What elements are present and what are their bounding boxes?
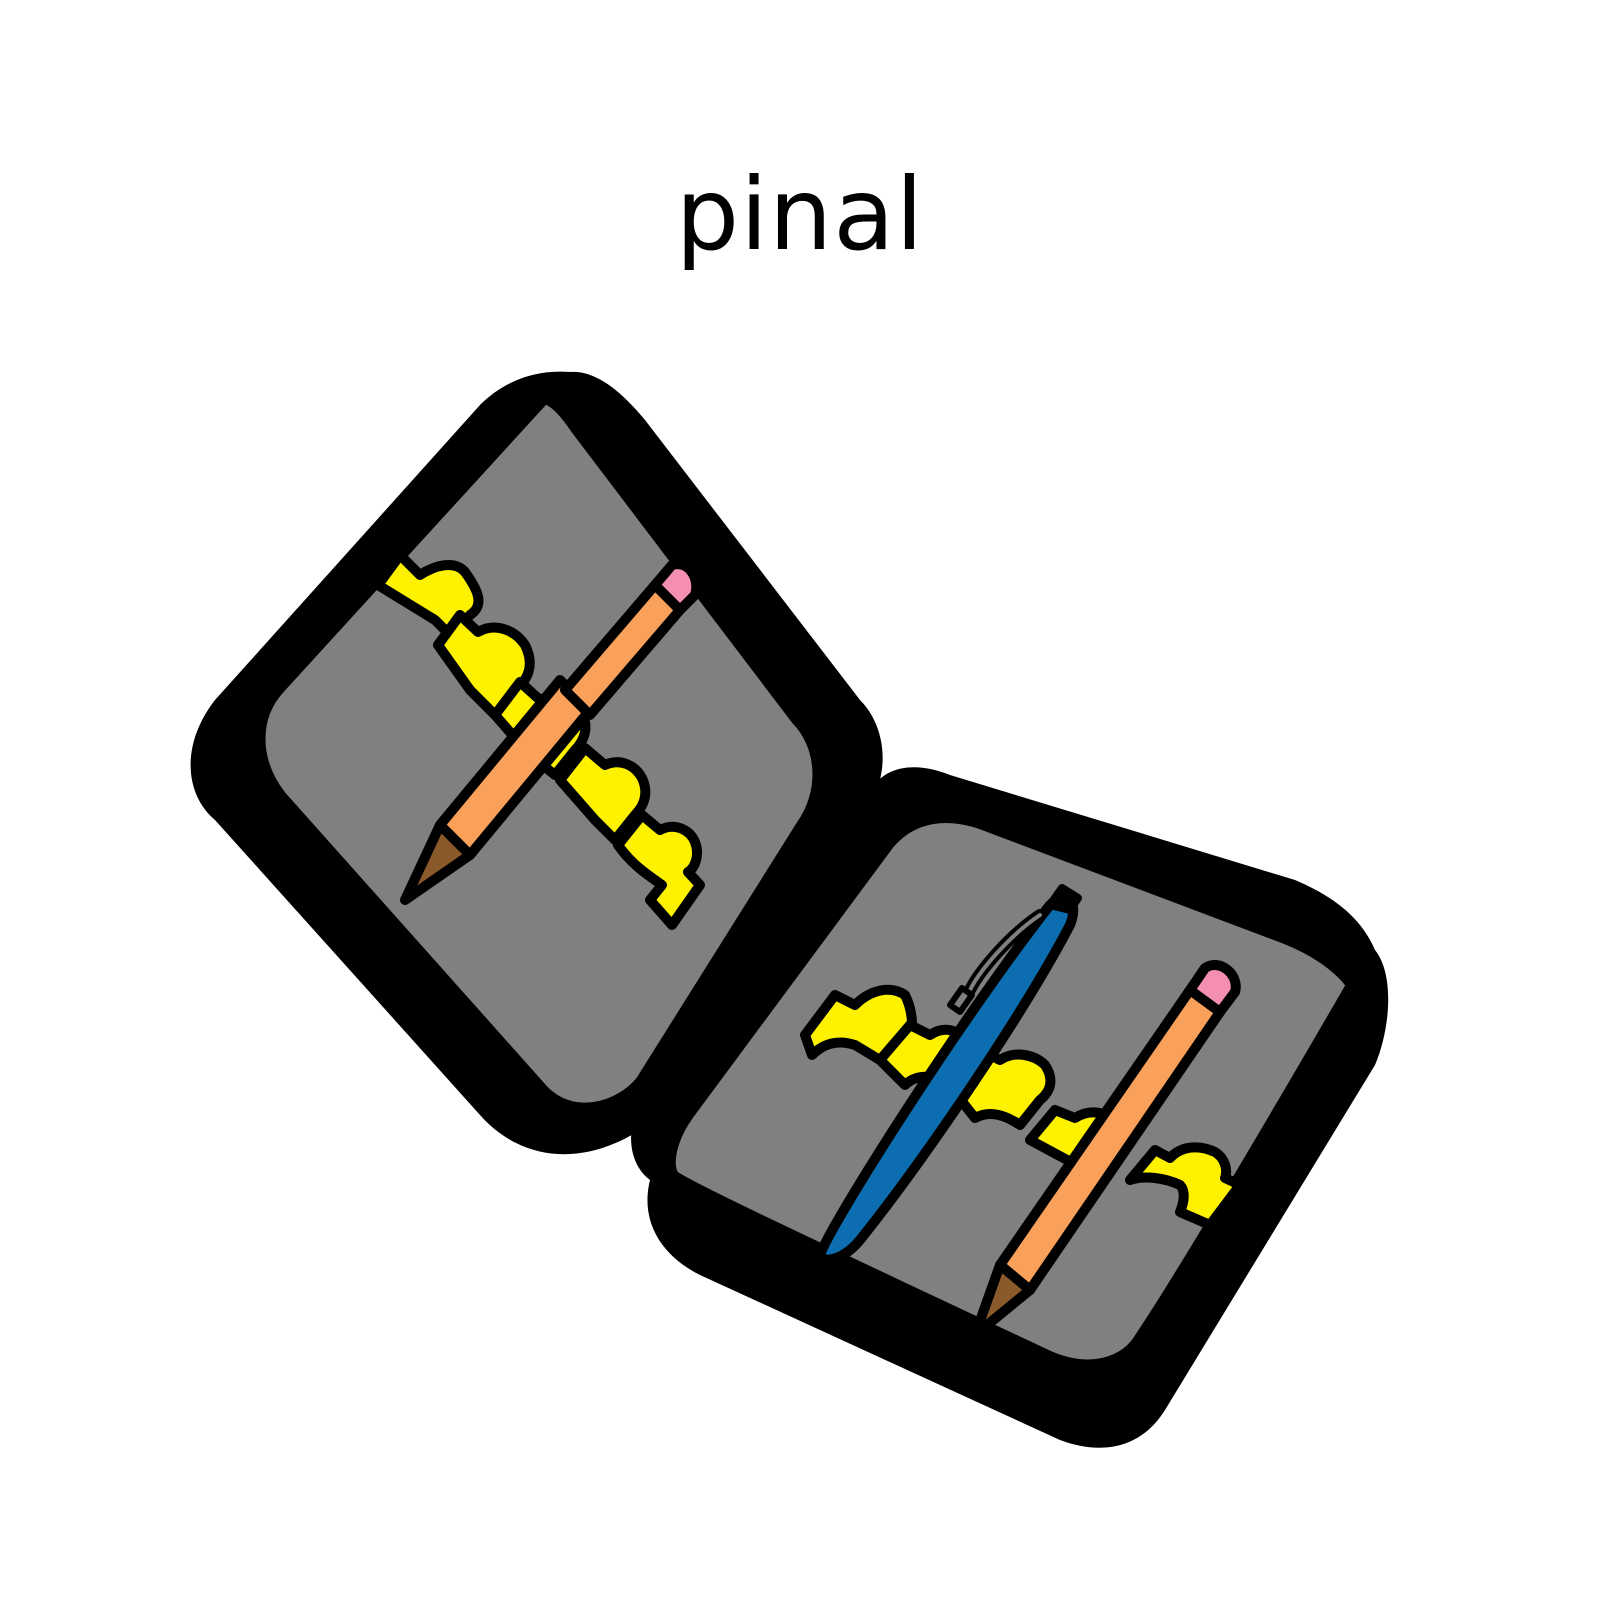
right-pen xyxy=(815,884,1082,1265)
word-label: pinal xyxy=(675,156,925,273)
right-pencil xyxy=(970,960,1241,1340)
left-pencil-2 xyxy=(560,559,702,720)
